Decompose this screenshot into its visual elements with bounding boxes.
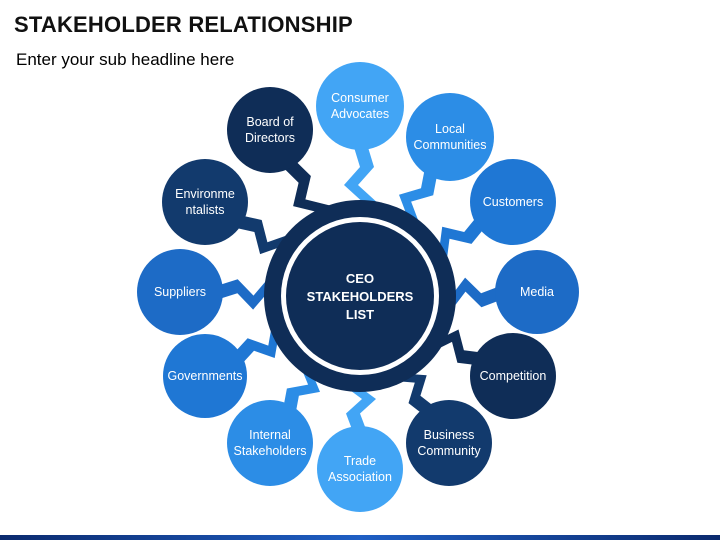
media-circle	[495, 250, 579, 334]
node-governments: Governments	[163, 334, 247, 418]
bottom-accent-bar	[0, 535, 720, 540]
suppliers-circle	[137, 249, 223, 335]
node-environmentalists: Environme ntalists	[162, 159, 248, 245]
competition-circle	[470, 333, 556, 419]
node-media: Media	[495, 250, 579, 334]
center-inner-circle	[286, 222, 434, 370]
local-communities-connector	[388, 166, 438, 239]
node-board-of-directors: Board of Directors	[227, 87, 313, 173]
consumer-advocates-label: Advocates	[331, 107, 389, 121]
environmentalists-connector	[233, 215, 304, 266]
internal-stakeholders-circle	[227, 400, 313, 486]
governments-circle	[163, 334, 247, 418]
page-title: STAKEHOLDER RELATIONSHIP	[14, 12, 353, 37]
competition-label: Competition	[480, 369, 547, 383]
board-of-directors-label: Board of	[246, 115, 294, 129]
center-hub: CEO STAKEHOLDERS LIST	[264, 200, 456, 392]
customers-circle	[470, 159, 556, 245]
board-of-directors-label: Directors	[245, 131, 295, 145]
consumer-advocates-circle	[316, 62, 404, 150]
trade-association-circle	[317, 426, 403, 512]
center-label: LIST	[346, 307, 374, 322]
local-communities-label: Local	[435, 122, 465, 136]
customers-label: Customers	[483, 195, 543, 209]
stakeholder-nodes: ConsumerAdvocatesLocalCommunitiesCustome…	[137, 62, 579, 512]
environmentalists-label: ntalists	[186, 203, 225, 217]
trade-association-label: Association	[328, 470, 392, 484]
environmentalists-circle	[162, 159, 248, 245]
node-suppliers: Suppliers	[137, 249, 223, 335]
business-community-circle	[406, 400, 492, 486]
node-customers: Customers	[470, 159, 556, 245]
governments-label: Governments	[167, 369, 242, 383]
trade-association-label: Trade	[344, 454, 376, 468]
center-label: CEO	[346, 271, 374, 286]
node-competition: Competition	[470, 333, 556, 419]
local-communities-label: Communities	[414, 138, 487, 152]
environmentalists-label: Environme	[175, 187, 235, 201]
center-label: STAKEHOLDERS	[307, 289, 414, 304]
local-communities-circle	[406, 93, 494, 181]
internal-stakeholders-label: Stakeholders	[234, 444, 307, 458]
board-of-directors-circle	[227, 87, 313, 173]
business-community-label: Community	[417, 444, 481, 458]
media-label: Media	[520, 285, 554, 299]
consumer-advocates-label: Consumer	[331, 91, 389, 105]
internal-stakeholders-connector	[283, 352, 330, 416]
competition-connector	[418, 322, 484, 366]
internal-stakeholders-label: Internal	[249, 428, 291, 442]
page-subtitle: Enter your sub headline here	[16, 50, 235, 69]
business-community-label: Business	[424, 428, 475, 442]
suppliers-label: Suppliers	[154, 285, 206, 299]
